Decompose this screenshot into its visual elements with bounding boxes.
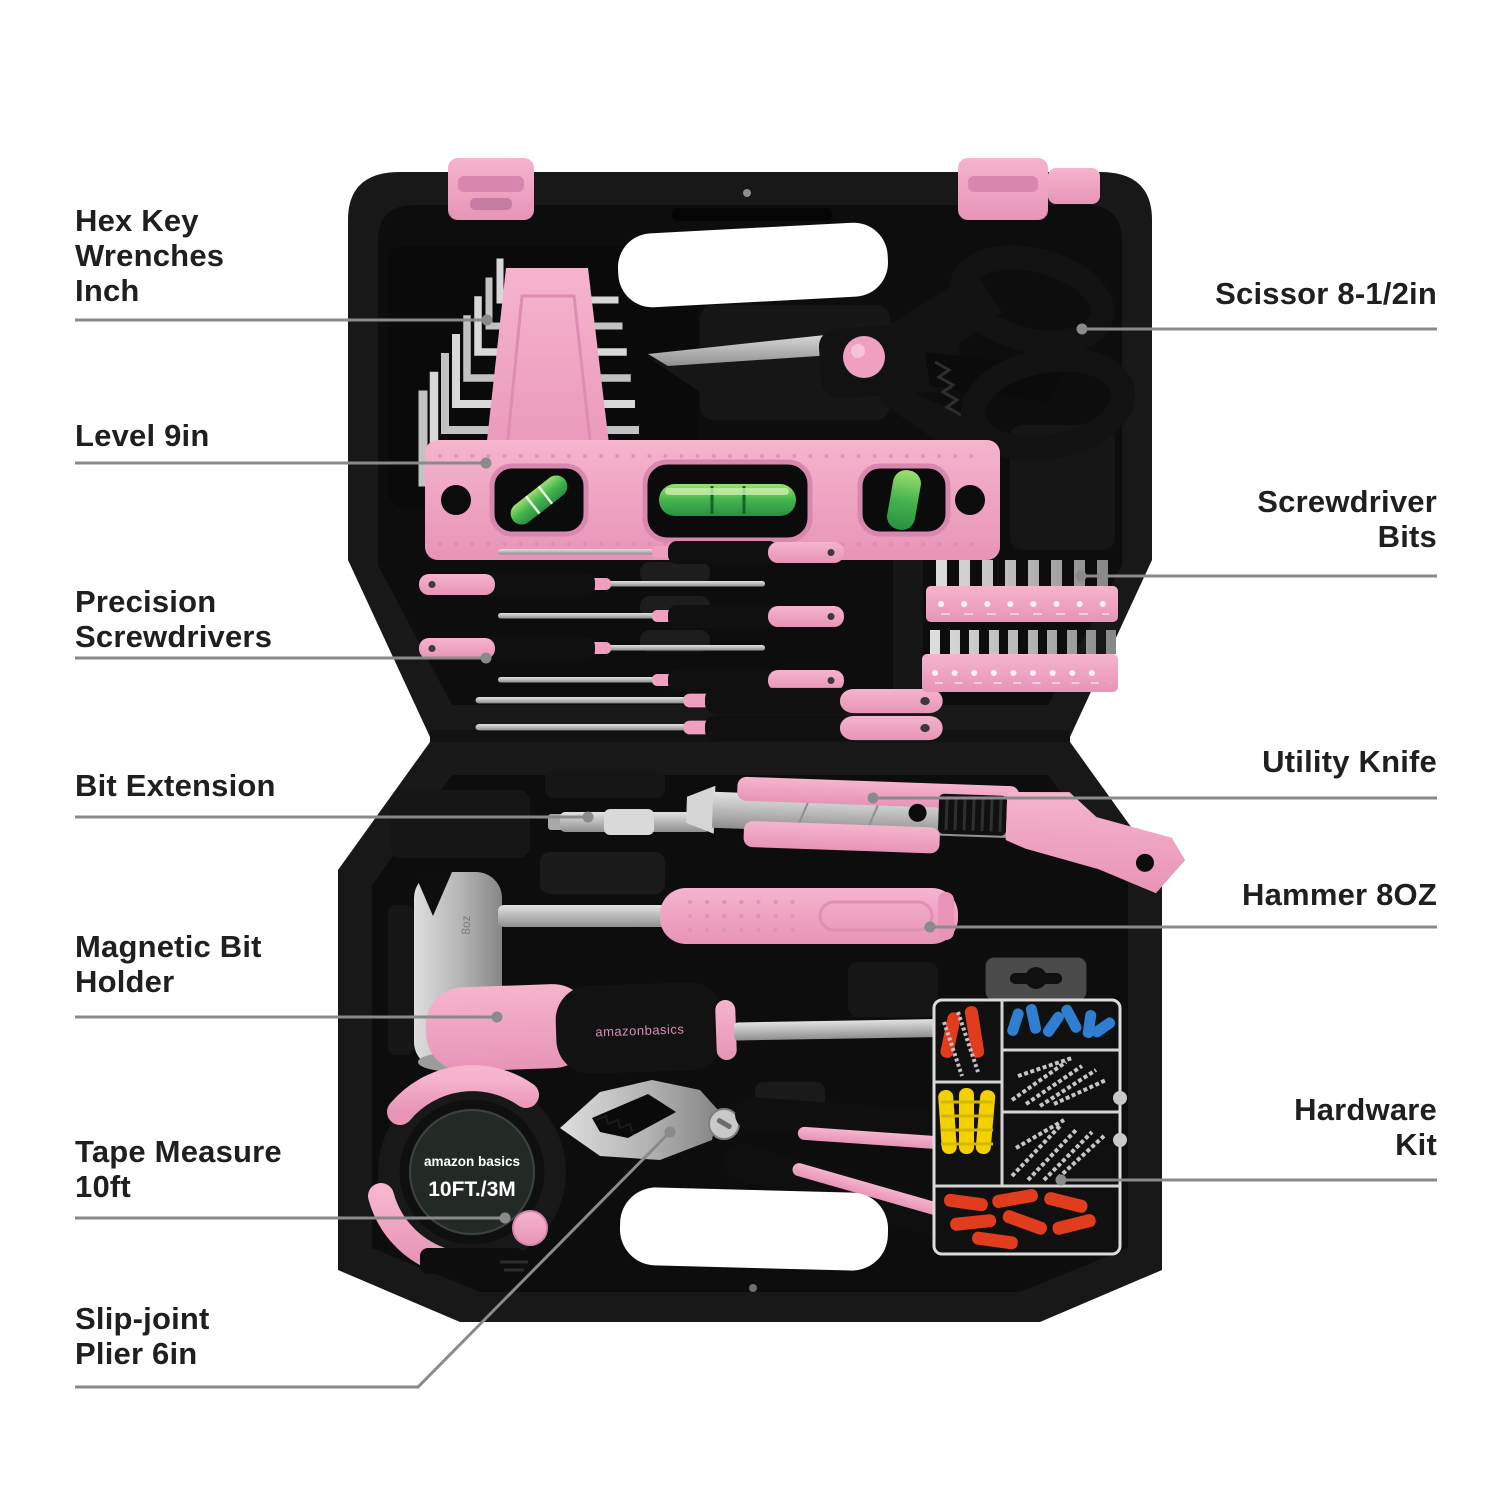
case-latches <box>448 158 1100 220</box>
hardware-screws-lower <box>1010 1118 1106 1182</box>
label-screwdriver-bits: Screwdriver Bits <box>1257 484 1437 555</box>
bit-extension <box>548 809 710 835</box>
level-vial-vertical <box>857 463 951 537</box>
callout-scissor <box>1076 323 1437 335</box>
level-vial-angled <box>489 463 589 537</box>
label-scissor-8-1-2in: Scissor 8-1/2in <box>1215 276 1437 311</box>
tape-measure-button <box>512 1210 548 1246</box>
scissors-pivot <box>843 336 885 378</box>
callout-hardware-kit <box>1055 1174 1437 1186</box>
callout-hex-key-wrenches <box>75 314 493 326</box>
hardware-blue-anchors <box>1007 1004 1116 1039</box>
label-level-9in: Level 9in <box>75 418 210 453</box>
callout-hammer <box>924 921 1437 933</box>
screwdriver-bit-strips <box>922 560 1118 692</box>
callout-utility-knife <box>867 792 1437 804</box>
bit-holder-brand-marking: amazonbasics <box>595 1021 685 1039</box>
label-hardware-kit: Hardware Kit <box>1294 1092 1437 1163</box>
hardware-red-screws <box>940 1006 985 1077</box>
callout-precision-screwdrivers <box>75 652 492 664</box>
label-hex-key-wrenches-inch: Hex Key Wrenches Inch <box>75 203 225 309</box>
label-hammer-8oz: Hammer 8OZ <box>1242 877 1437 912</box>
latch-left <box>448 158 534 220</box>
callout-slip-joint-plier <box>75 1126 676 1389</box>
latch-right <box>958 158 1100 220</box>
label-utility-knife: Utility Knife <box>1262 744 1437 779</box>
label-magnetic-bit-holder: Magnetic Bit Holder <box>75 929 262 1000</box>
callout-level <box>75 457 492 469</box>
handle-cutouts <box>617 208 889 1271</box>
callout-bit-extension <box>75 811 594 823</box>
callout-tape-measure <box>75 1212 511 1224</box>
callout-magnetic-bit-holder <box>75 1011 503 1023</box>
hardware-screws-upper <box>1010 1056 1107 1108</box>
label-slip-joint-plier-6in: Slip-joint Plier 6in <box>75 1301 210 1372</box>
case-screw-dot-top <box>743 189 751 197</box>
utility-knife <box>686 776 1186 894</box>
hardware-red-anchors <box>944 1189 1096 1250</box>
label-precision-screwdrivers: Precision Screwdrivers <box>75 584 273 655</box>
tape-measure-brand: amazon basics <box>424 1154 520 1169</box>
label-bit-extension: Bit Extension <box>75 768 276 803</box>
callout-screwdriver-bits <box>1075 570 1437 582</box>
callout-lines <box>75 314 1437 1389</box>
scissors <box>648 245 1136 461</box>
hammer-weight-marking: 8oz <box>459 915 473 934</box>
label-tape-measure-10ft: Tape Measure 10ft <box>75 1134 282 1205</box>
case-screw-dot-bottom <box>749 1284 757 1292</box>
level-vial-horizontal <box>642 459 813 543</box>
hammer-handle <box>660 888 958 944</box>
hardware-kit <box>932 957 1127 1256</box>
tape-measure-size: 10FT./3M <box>428 1178 516 1201</box>
hardware-yellow-anchors <box>938 1088 996 1154</box>
level <box>425 440 1000 560</box>
